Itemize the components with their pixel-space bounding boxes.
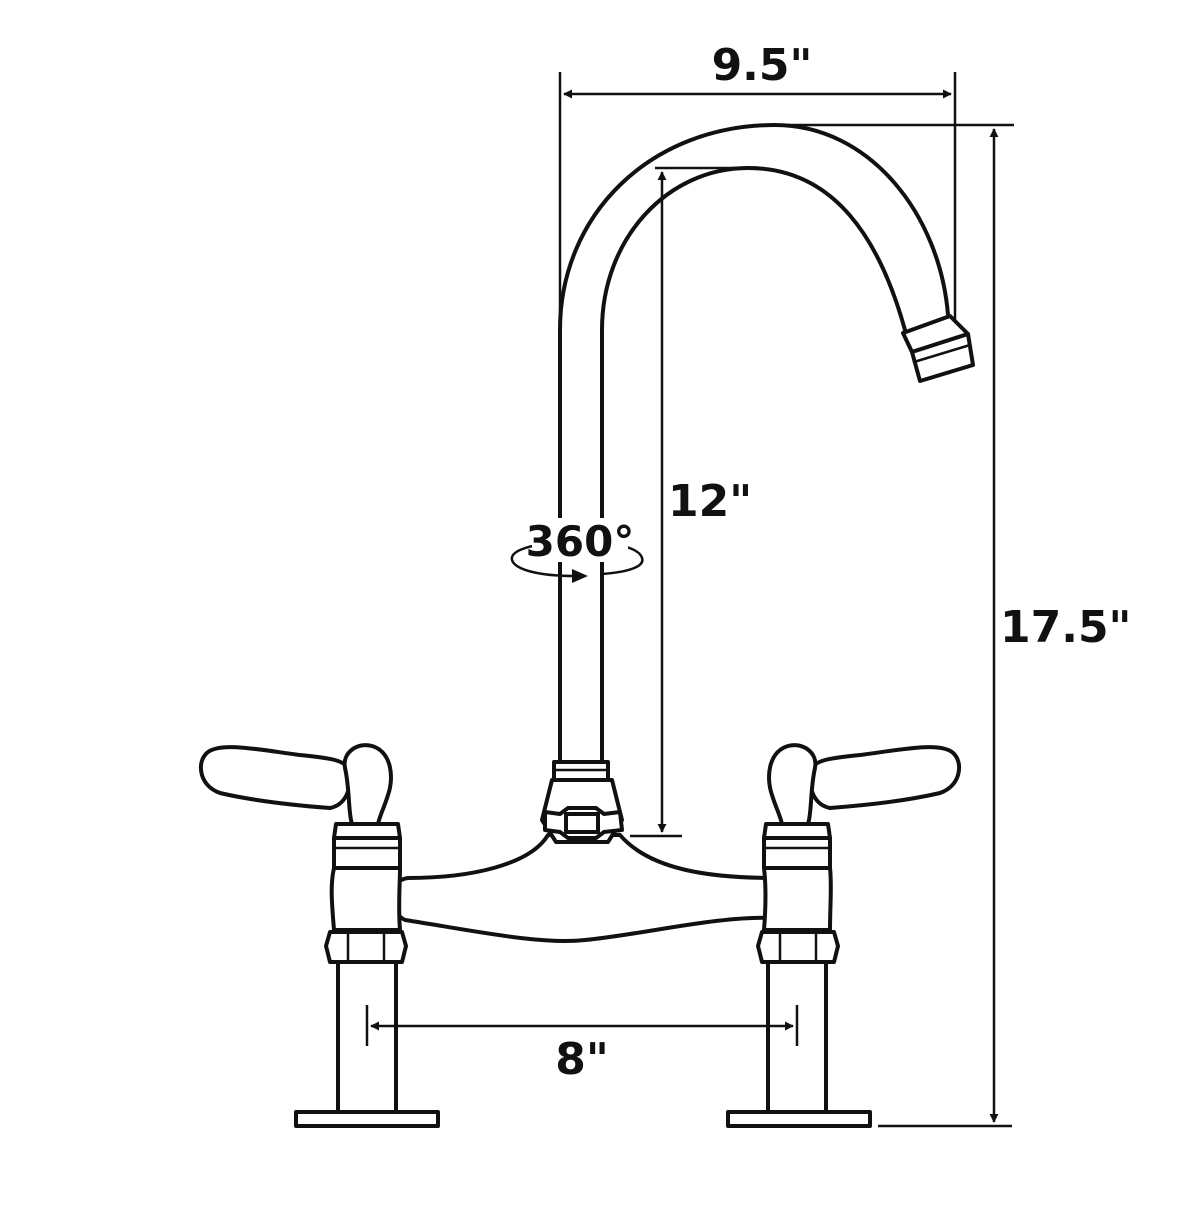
overall-height-label: 17.5" [1000,602,1131,653]
center-spread-dimension: 8" [365,1005,799,1085]
rotation-indicator: 360° [510,517,644,583]
reach-dimension: 9.5" [558,40,957,320]
overall-height-dimension: 17.5" [780,123,1131,1128]
spout-collar [540,760,624,844]
left-valve [198,743,440,1128]
rotation-label: 360° [526,517,635,566]
gooseneck-spout [558,123,950,772]
reach-label: 9.5" [712,40,813,91]
spout-height-label: 12" [668,476,752,527]
rotation-arrow-icon [572,569,588,583]
spout-height-dimension: 12" [630,166,752,838]
aerator-tip [901,314,975,383]
bridge-body [389,833,792,943]
right-valve [726,743,962,1128]
center-spread-label: 8" [555,1034,609,1085]
